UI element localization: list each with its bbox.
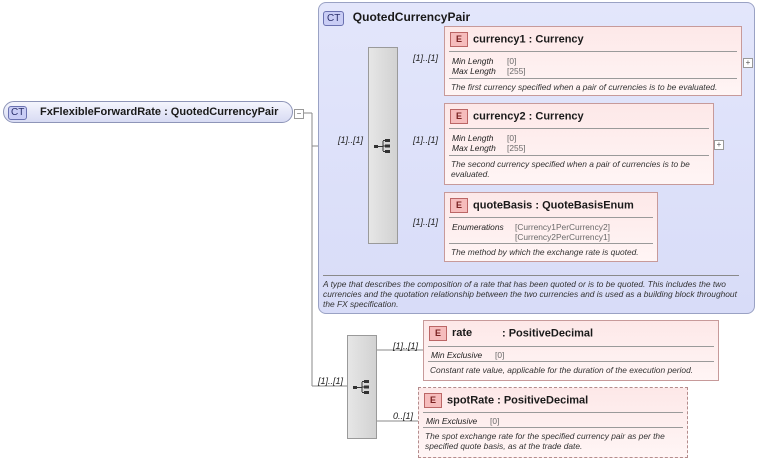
element-description: The second currency specified when a pai… <box>451 159 690 179</box>
sequence-multiplicity: [1]..[1] <box>318 376 344 386</box>
element-name: rate <box>452 327 473 340</box>
element-type: : PositiveDecimal <box>497 394 589 407</box>
element-multiplicity: [1]..[1] <box>413 135 439 145</box>
complex-type-title: QuotedCurrencyPair <box>352 10 471 24</box>
facet-label: Min Exclusive <box>431 350 483 360</box>
element-badge: E <box>450 198 468 213</box>
element-name: quoteBasis <box>473 199 533 212</box>
element-name: currency1 <box>473 33 526 46</box>
facet-label: Max Length <box>452 66 496 76</box>
facet-label: Min Length <box>452 133 494 143</box>
facet-value: [0] <box>507 56 517 66</box>
collapse-icon[interactable]: − <box>294 109 304 119</box>
facet-value: [0] <box>495 350 505 360</box>
element-name: spotRate <box>447 394 495 407</box>
facet-value: [255] <box>507 143 526 153</box>
sequence-compositor-icon <box>374 138 390 153</box>
element-type: : Currency <box>528 110 584 123</box>
element-type: : PositiveDecimal <box>502 327 594 340</box>
sequence-compositor-icon <box>353 380 369 394</box>
sequence-compositor[interactable] <box>368 47 398 244</box>
sequence-compositor[interactable] <box>347 335 377 439</box>
element-type: : QuoteBasisEnum <box>535 199 634 212</box>
element-multiplicity: [1]..[1] <box>393 341 419 351</box>
facet-value: [0] <box>490 416 500 426</box>
element-description: Constant rate value, applicable for the … <box>430 365 694 375</box>
facet-value: [Currency1PerCurrency2] [Currency2PerCur… <box>515 222 610 242</box>
element-description: The spot exchange rate for the specified… <box>425 431 665 451</box>
facet-label: Max Length <box>452 143 496 153</box>
element-multiplicity: [1]..[1] <box>413 217 439 227</box>
element-badge: E <box>450 109 468 124</box>
element-badge: E <box>429 326 447 341</box>
sequence-multiplicity: [1]..[1] <box>338 135 364 145</box>
facet-label: Min Exclusive <box>426 416 478 426</box>
facet-value: [255] <box>507 66 526 76</box>
element-description: The first currency specified when a pair… <box>451 82 718 92</box>
element-description: The method by which the exchange rate is… <box>451 247 639 257</box>
element-badge: E <box>450 32 468 47</box>
element-name: currency2 <box>473 110 526 123</box>
facet-value: [0] <box>507 133 517 143</box>
element-multiplicity: 0..[1] <box>393 411 414 421</box>
root-element-label: FxFlexibleForwardRate : QuotedCurrencyPa… <box>40 106 279 118</box>
expand-icon[interactable]: + <box>714 140 724 150</box>
root-element-node[interactable]: CT FxFlexibleForwardRate : QuotedCurrenc… <box>3 101 293 123</box>
element-type: : Currency <box>528 33 584 46</box>
facet-label: Enumerations <box>452 222 504 232</box>
facet-label: Min Length <box>452 56 494 66</box>
complex-type-description: A type that describes the composition of… <box>323 275 739 309</box>
complex-type-badge: CT <box>8 106 28 120</box>
complex-type-badge: CT <box>323 11 345 26</box>
complex-type-header: CT QuotedCurrencyPair <box>323 8 470 26</box>
element-multiplicity: [1]..[1] <box>413 53 439 63</box>
element-badge: E <box>424 393 442 408</box>
expand-icon[interactable]: + <box>743 58 753 68</box>
